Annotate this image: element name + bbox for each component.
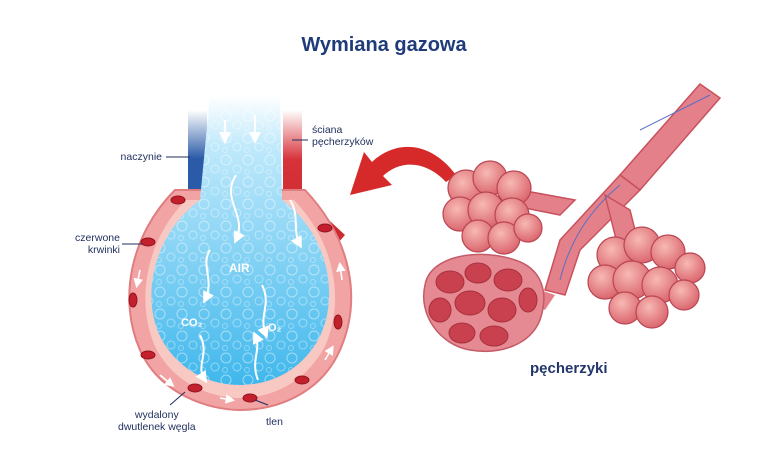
label-alveolar-wall-line1: ściana [312,124,343,136]
label-oxygen: tlen [266,416,283,428]
label-red-cells-line1: czerwone [75,232,120,244]
label-red-cells-line2: krwinki [87,244,120,257]
label-o2: O₂ [268,322,282,334]
red-blood-cells [128,195,343,403]
gas-flow-arrows [195,115,302,384]
label-co2-out: wydalony dwutlenek węgla [118,409,196,433]
label-co2-out-line2: dwutlenek węgla [118,421,196,434]
alveolar-cluster-top [442,160,543,255]
label-co2: CO₂ [181,317,203,329]
alveolar-cluster-right [587,226,706,329]
zoom-arrow [350,146,456,195]
page-title: Wymiana gazowa [301,34,467,56]
alveoli-cross-section [422,253,545,352]
label-air: AIR [229,261,250,275]
label-red-cells: czerwone krwinki [75,232,120,256]
label-co2-out-line1: wydalony [134,409,179,421]
leader-lines [122,139,308,406]
label-alveoli: pęcherzyki [530,360,608,377]
label-alveolar-wall: ściana pęcherzyków [312,124,373,148]
blood-flow-arrows [133,261,346,404]
label-vessel: naczynie [120,151,162,163]
label-alveolar-wall-line2: pęcherzyków [312,136,374,149]
